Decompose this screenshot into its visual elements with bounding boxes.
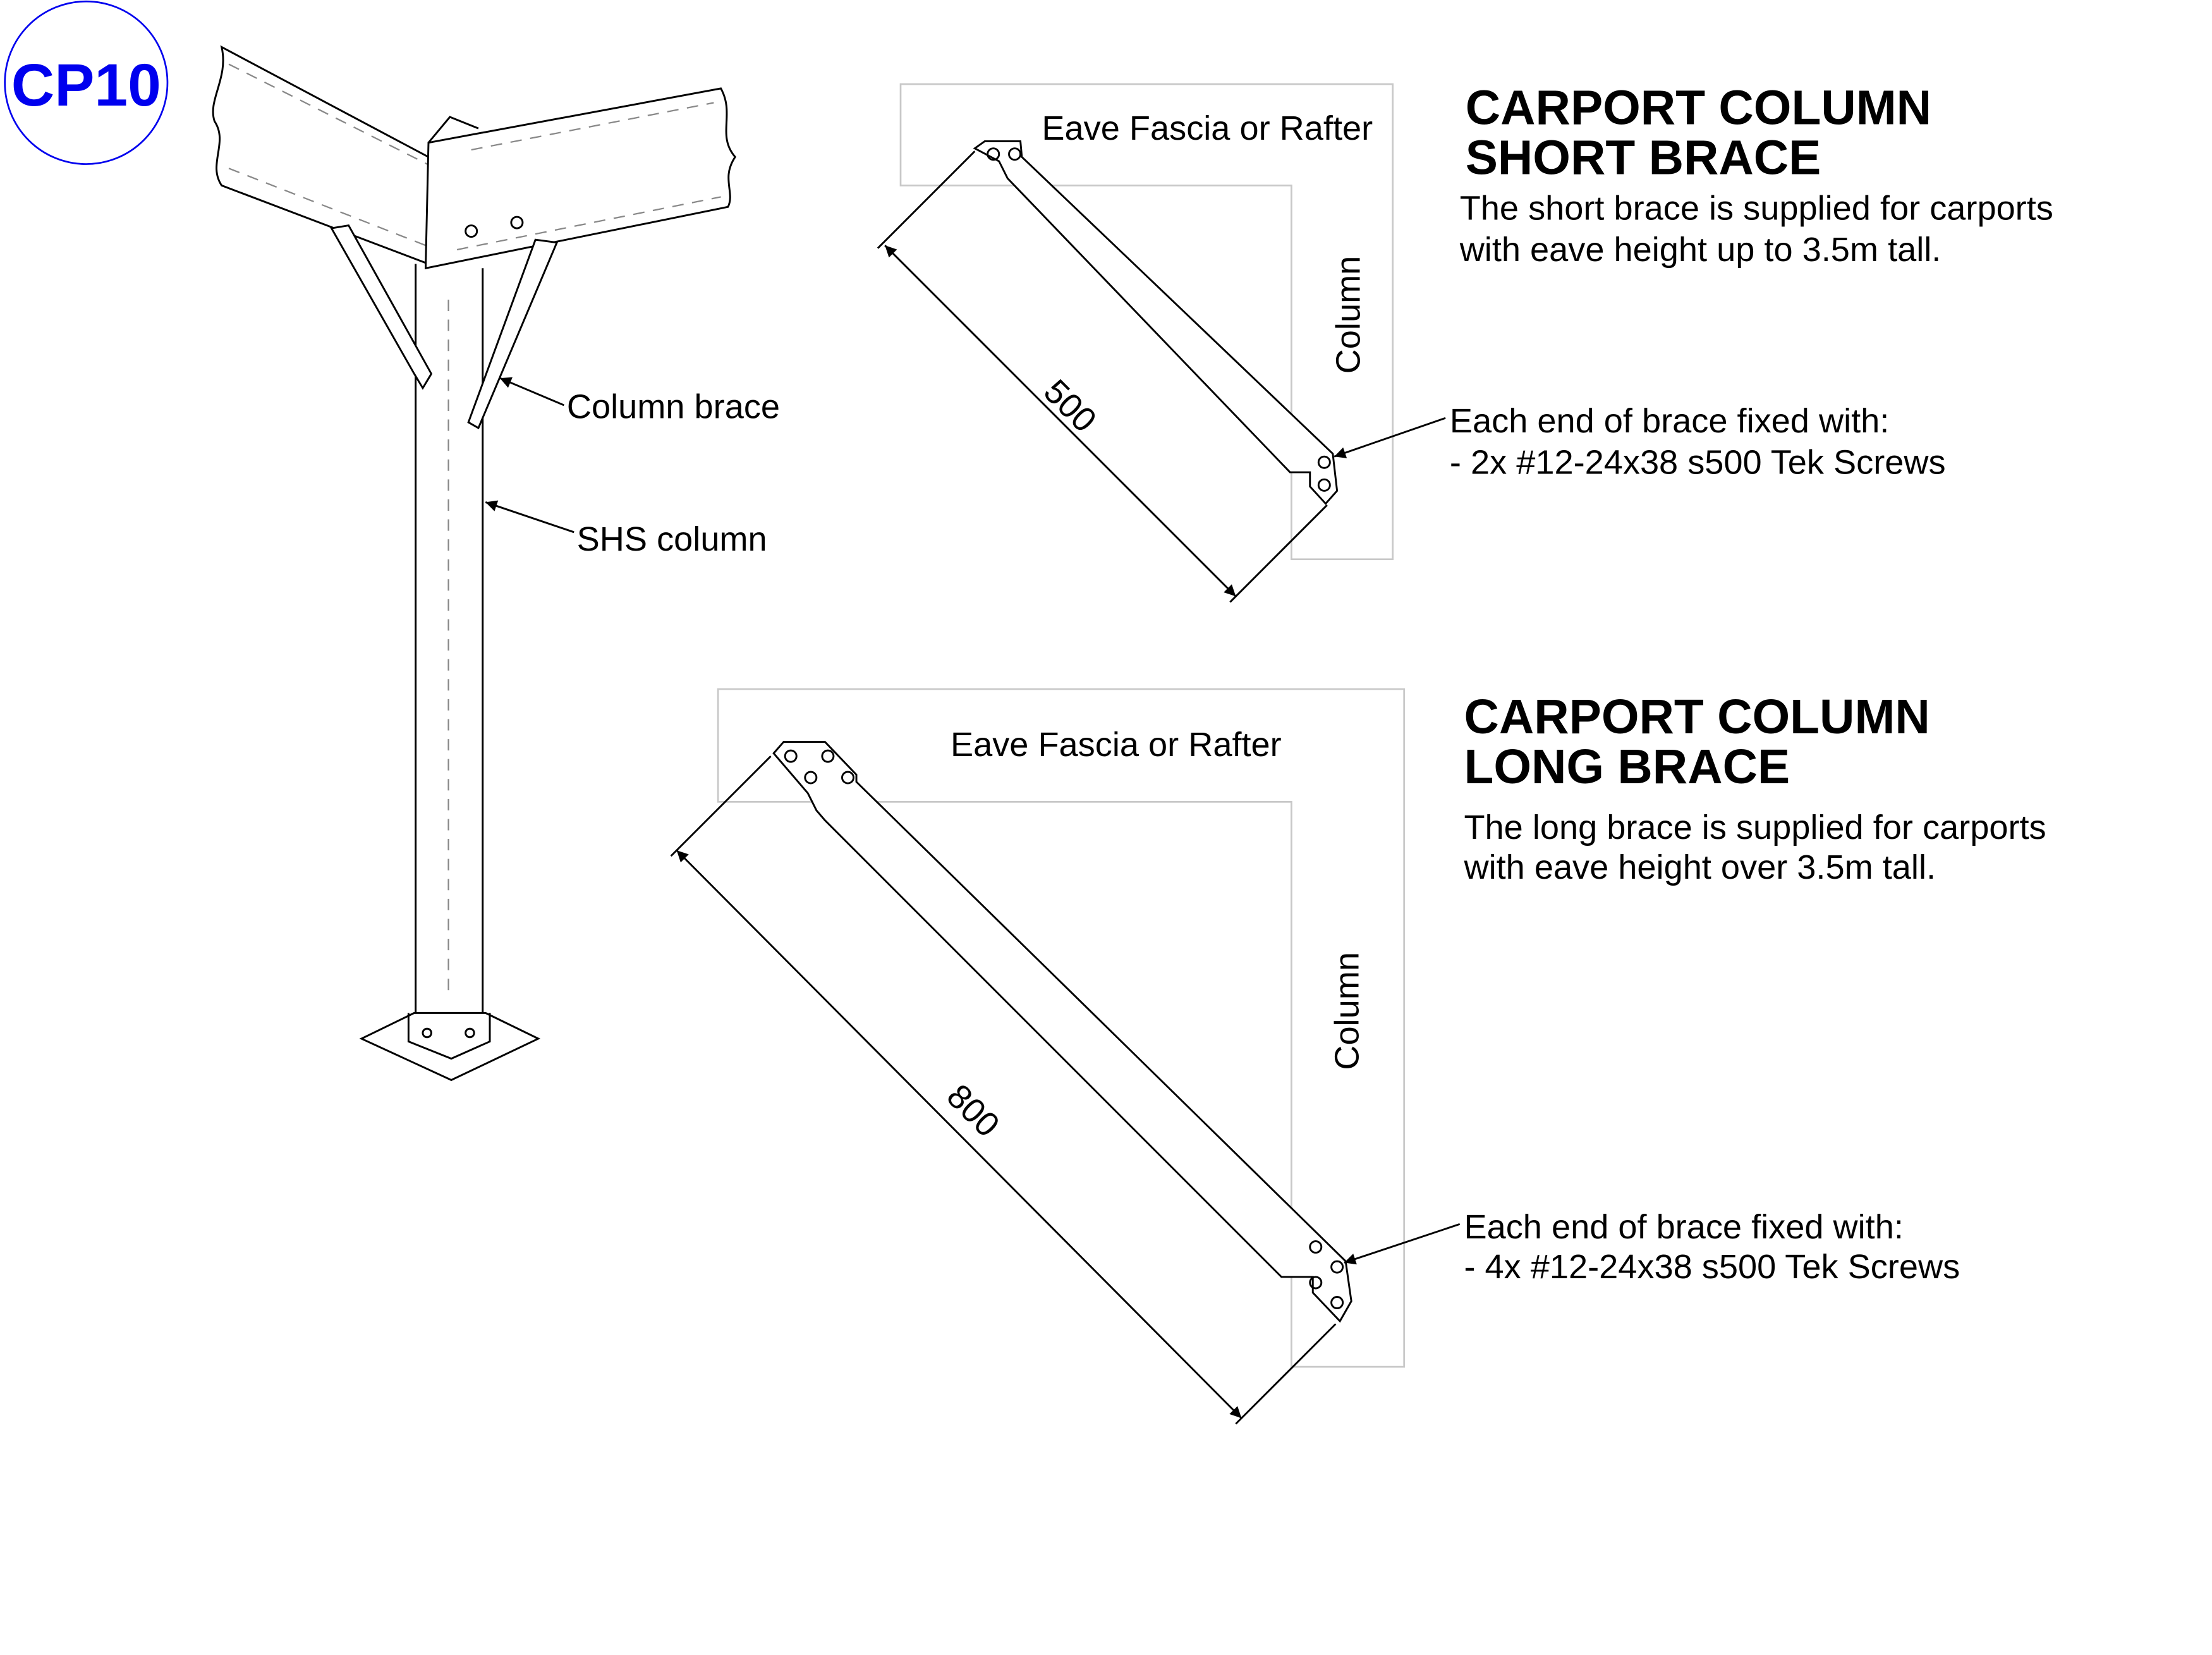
short-fix-line2: - 2x #12-24x38 s500 Tek Screws <box>1450 443 1946 481</box>
long-dimension: 800 <box>939 1077 1006 1144</box>
label-column-brace: Column brace <box>567 388 780 425</box>
short-title-line1: CARPORT COLUMN <box>1466 81 1931 135</box>
short-fix-line1: Each end of brace fixed with: <box>1450 402 1889 440</box>
long-fix-line1: Each end of brace fixed with: <box>1464 1208 1903 1246</box>
long-brace-detail: Eave Fascia or Rafter Column 800 Each en… <box>670 688 2046 1425</box>
short-brace-plate <box>973 140 1339 505</box>
long-brace-plate <box>772 741 1352 1323</box>
badge-label: CP10 <box>11 52 161 119</box>
cp10-badge: CP10 <box>4 0 169 165</box>
long-rafter-label: Eave Fascia or Rafter <box>951 726 1282 764</box>
label-shs-column: SHS column <box>577 520 767 558</box>
short-rafter-label: Eave Fascia or Rafter <box>1042 109 1373 147</box>
long-desc-line1: The long brace is supplied for carports <box>1464 809 2046 846</box>
long-column-label: Column <box>1328 952 1366 1070</box>
long-title-line1: CARPORT COLUMN <box>1464 690 1929 744</box>
long-fix-line2: - 4x #12-24x38 s500 Tek Screws <box>1464 1248 1960 1286</box>
short-desc-line2: with eave height up to 3.5m tall. <box>1459 231 1942 269</box>
long-desc-line2: with eave height over 3.5m tall. <box>1463 848 1936 886</box>
short-title-line2: SHORT BRACE <box>1466 131 1821 185</box>
short-column-label: Column <box>1330 256 1368 374</box>
isometric-carport-column: Column brace SHS column <box>212 45 780 1082</box>
short-brace-detail: Eave Fascia or Rafter Column 500 Each en… <box>877 81 2053 603</box>
short-desc-line1: The short brace is supplied for carports <box>1460 190 2053 228</box>
short-dimension: 500 <box>1036 372 1103 439</box>
long-title-line2: LONG BRACE <box>1464 740 1790 794</box>
